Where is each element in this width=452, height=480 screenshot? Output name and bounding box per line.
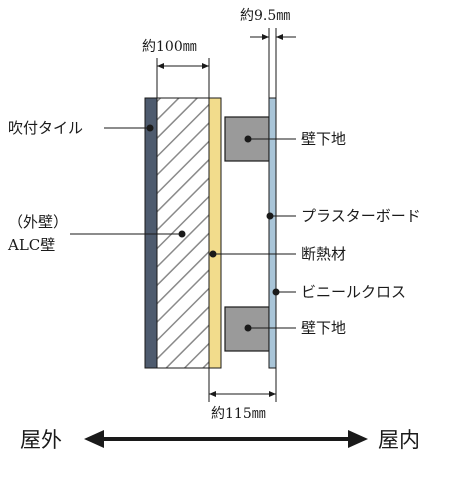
vinyl-cloth-leader — [272, 288, 296, 296]
furring-bottom-leader — [244, 324, 296, 332]
total-thickness-label: 約115㎜ — [211, 406, 266, 422]
tile-label: 吹付タイル — [8, 119, 83, 137]
direction-arrow — [84, 430, 368, 448]
tile-leader — [104, 124, 154, 132]
furring-bottom-label: 壁下地 — [301, 319, 346, 337]
panel-thickness-label: 約9.5㎜ — [240, 8, 290, 24]
insulation-layer — [208, 97, 222, 369]
inside-label: 屋内 — [378, 428, 420, 452]
alc-leader — [70, 230, 186, 238]
outside-label: 屋外 — [20, 428, 62, 452]
plasterboard-leader — [266, 212, 296, 220]
alc-thickness-label: 約100㎜ — [142, 39, 197, 55]
insulation-label: 断熱材 — [301, 245, 346, 263]
furring-top-label: 壁下地 — [301, 130, 346, 148]
alc-label-line2: ALC壁 — [7, 236, 55, 254]
alc-label-line1: （外壁） — [8, 213, 68, 231]
tile-layer — [144, 97, 158, 369]
alc-dimension — [156, 58, 210, 98]
furring-top-leader — [244, 135, 296, 143]
plasterboard-layer — [268, 97, 277, 369]
plasterboard-label: プラスターボード — [301, 207, 421, 225]
total-dimension — [208, 368, 277, 402]
vinyl-cloth-label: ビニールクロス — [301, 283, 406, 301]
panel-dimension — [250, 28, 296, 98]
insulation-leader — [209, 250, 296, 258]
